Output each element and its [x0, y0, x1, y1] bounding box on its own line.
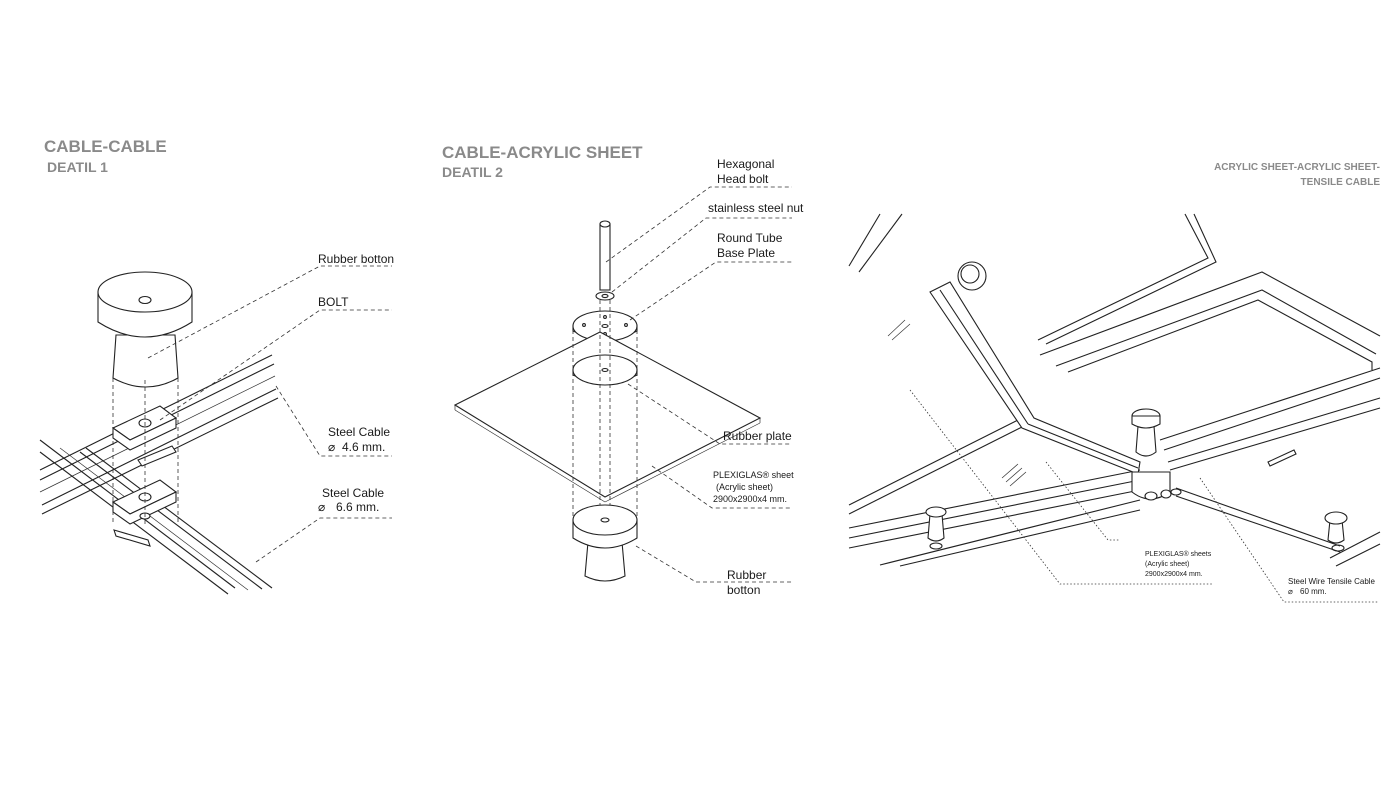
cable-clamp-lower: [111, 479, 178, 547]
label-head-bolt: Head bolt: [717, 172, 769, 186]
panel-3-drawing: [848, 213, 1381, 603]
label-base-plate: Base Plate: [717, 246, 776, 260]
label-steel-cable-2: Steel Cable: [322, 486, 385, 500]
label-rubber: Rubber: [727, 568, 767, 582]
label-steel-cable-1-size: ⌀4.6 mm.: [328, 440, 386, 454]
label-sheet-size: 2900x2900x4 mm.: [713, 494, 788, 504]
cable-connector-knob: [925, 506, 947, 550]
label-steel-cable-2-size: ⌀6.6 mm.: [318, 500, 380, 514]
label-plexiglas-sheet: PLEXIGLAS® sheet: [713, 470, 794, 480]
diameter-icon: ⌀: [328, 440, 336, 454]
acrylic-sheet-panel-left: [848, 417, 1141, 567]
label-rubber-botton: Rubber botton: [318, 252, 395, 266]
cable-connector-knob: [957, 261, 987, 291]
cable-connector-knob: [1131, 408, 1182, 501]
rubber-botton-part: [572, 504, 638, 582]
label-acrylic-sheet: (Acrylic sheet): [716, 482, 774, 492]
panel-2-title: CABLE-ACRYLIC SHEET: [442, 143, 643, 162]
label-steel-wire-tensile-cable: Steel Wire Tensile Cable: [1288, 577, 1376, 586]
hexagonal-head-bolt: [599, 220, 611, 291]
label-acrylic-sheet-3: (Acrylic sheet): [1145, 561, 1190, 568]
panel-1-subtitle: DEATIL 1: [47, 159, 108, 175]
label-hexagonal: Hexagonal: [717, 157, 775, 171]
label-steel-cable-1: Steel Cable: [328, 425, 391, 439]
plexiglas-acrylic-sheet: [453, 331, 762, 503]
panel-2-drawing: [453, 186, 792, 583]
panel-3-title-line1: ACRYLIC SHEET-ACRYLIC SHEET-: [1214, 162, 1380, 173]
diameter-icon: ⌀: [1288, 587, 1293, 596]
panel-2-subtitle: DEATIL 2: [442, 164, 503, 180]
acrylic-sheet-panel-right: [1039, 271, 1381, 471]
label-rubber-plate: Rubber plate: [723, 429, 792, 443]
cable-clamp-upper: [111, 405, 178, 467]
diameter-icon: ⌀: [318, 500, 326, 514]
rubber-plate: [572, 354, 638, 386]
label-plexiglas-sheets: PLEXIGLAS® sheets: [1145, 551, 1212, 558]
label-round-tube: Round Tube: [717, 231, 783, 245]
steel-wire-tensile-cable: [1175, 487, 1381, 567]
ridge-frame-beam: [929, 281, 1141, 475]
label-botton: botton: [727, 583, 761, 597]
round-tube-base-plate: [572, 310, 638, 342]
panel-1-drawing: [39, 265, 392, 595]
label-sheet-size-3: 2900x2900x4 mm.: [1145, 571, 1203, 578]
stainless-steel-nut: [595, 291, 615, 301]
label-bolt: BOLT: [318, 295, 349, 309]
rubber-botton-part: [97, 271, 193, 388]
label-wire-size: ⌀60 mm.: [1288, 587, 1327, 596]
panel-1-title: CABLE-CABLE: [44, 137, 167, 156]
panel-3-title-line2: TENSILE CABLE: [1300, 177, 1380, 188]
label-stainless-steel-nut: stainless steel nut: [708, 201, 804, 215]
